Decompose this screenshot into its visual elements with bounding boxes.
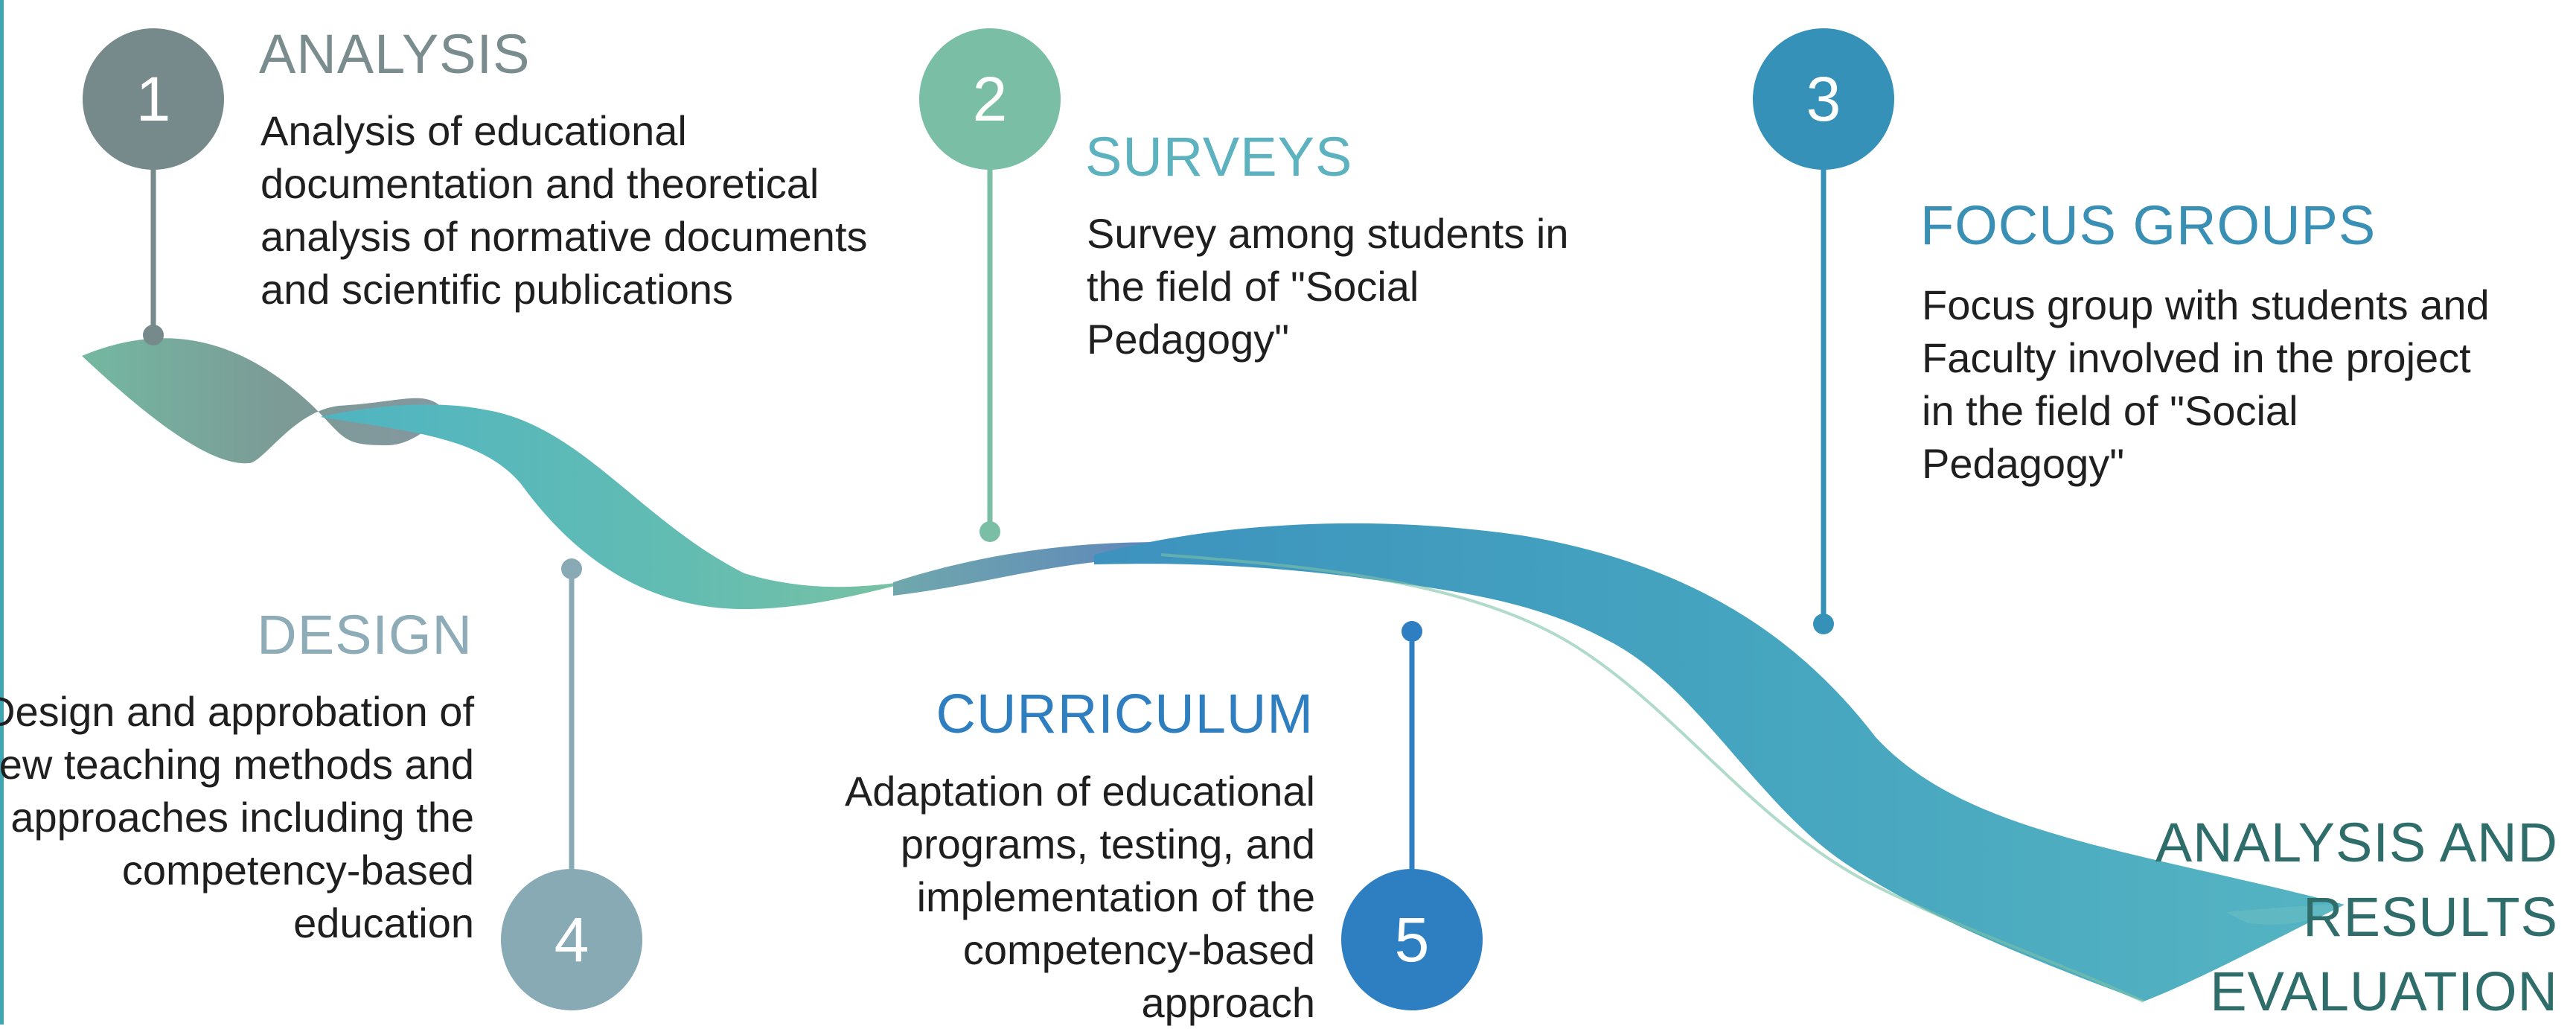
stage-1-number: 1	[135, 64, 171, 134]
stage-4-title: DESIGN	[257, 604, 473, 666]
stage-4-line: Design and approbation of	[0, 688, 474, 735]
stage-5-line: competency-based	[962, 926, 1315, 973]
stage-4-line: competency-based	[121, 847, 474, 893]
final-stage-title: ANALYSIS AND RESULTS EVALUATION	[2155, 806, 2558, 1029]
stage-4-description: Design and approbation of new teaching m…	[0, 685, 474, 949]
stage-2-line: Pedagogy"	[1087, 316, 1290, 363]
stage-3-description: Focus group with students and Faculty in…	[1922, 278, 2490, 490]
final-stage-line: RESULTS	[2303, 886, 2558, 948]
stage-1-line: and scientific publications	[261, 266, 734, 313]
stage-1-line: analysis of normative documents	[261, 213, 868, 260]
stage-2-description: Survey among students in the field of "S…	[1087, 207, 1568, 366]
left-border-line	[0, 0, 4, 1025]
stage-4-line: approaches including the	[10, 794, 474, 841]
ribbon-shadow-line	[1160, 553, 2144, 1003]
stage-4-line: new teaching methods and	[0, 741, 474, 788]
stage-3-number: 3	[1806, 64, 1841, 134]
stage-3-line: Focus group with students and	[1922, 281, 2490, 328]
stage-1-description: Analysis of educational documentation an…	[261, 104, 868, 316]
ribbon-fold-final	[2225, 905, 2345, 925]
stage-5-line: Adaptation of educational	[844, 768, 1315, 815]
stage-4-number: 4	[554, 905, 589, 975]
stage-2-title: SURVEYS	[1085, 126, 1353, 188]
final-stage-line: ANALYSIS AND	[2155, 812, 2558, 873]
final-stage-line: EVALUATION	[2210, 960, 2558, 1022]
stage-5-description: Adaptation of educational programs, test…	[845, 765, 1315, 1029]
stage-4-line: education	[293, 899, 474, 946]
ribbon-band-2	[320, 404, 915, 609]
stage-5-title: CURRICULUM	[936, 683, 1314, 745]
stage-1-title: ANALYSIS	[259, 23, 531, 85]
stage-5-line: programs, testing, and	[900, 821, 1315, 867]
stage-3-title: FOCUS GROUPS	[1920, 194, 2377, 256]
stage-2-line: the field of "Social	[1087, 263, 1419, 310]
stage-3-line: in the field of "Social	[1922, 387, 2298, 434]
stage-1-line: documentation and theoretical	[261, 160, 819, 207]
stage-5-line: implementation of the	[916, 873, 1315, 920]
ribbon-band-3	[1094, 523, 2345, 1001]
stage-3-line: Pedagogy"	[1922, 440, 2125, 487]
stage-5-number: 5	[1394, 905, 1430, 975]
stage-2-line: Survey among students in	[1087, 210, 1569, 257]
ribbon-fold-1	[82, 338, 447, 464]
stage-3-line: Faculty involved in the project	[1922, 334, 2471, 381]
stage-1-line: Analysis of educational	[261, 107, 687, 154]
stage-5-line: approach	[1141, 979, 1315, 1026]
stage-2-number: 2	[972, 64, 1008, 134]
